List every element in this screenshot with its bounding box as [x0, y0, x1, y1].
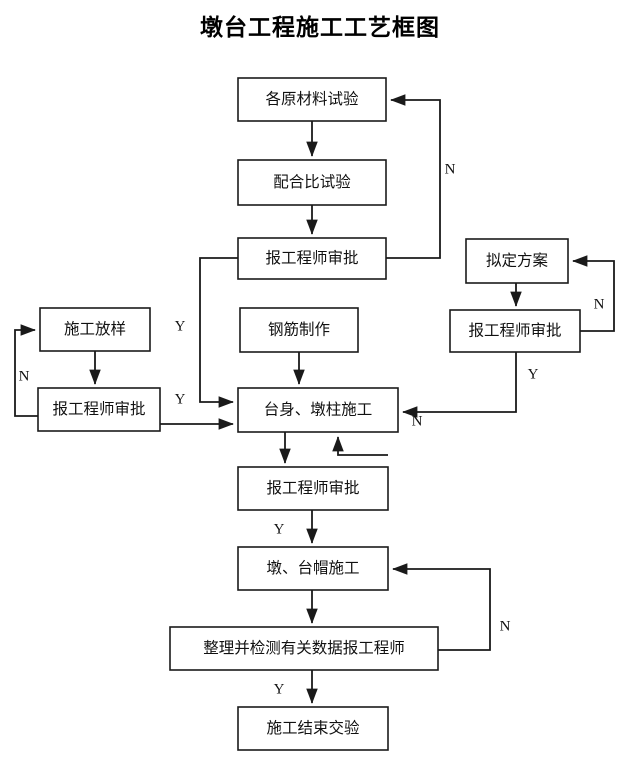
nodes-layer: 各原材料试验配合比试验报工程师审批拟定方案报工程师审批施工放样钢筋制作报工程师审… — [37, 77, 581, 751]
node-label-finish_handover: 施工结束交验 — [266, 719, 360, 737]
node-rebar_fabrication[interactable]: 钢筋制作 — [239, 307, 359, 353]
node-label-mix_ratio_test: 配合比试验 — [273, 173, 351, 191]
node-label-construction_layout: 施工放样 — [64, 320, 126, 338]
node-box-approve_engineer_bottom[interactable] — [237, 466, 389, 511]
node-approve_engineer_bottom[interactable]: 报工程师审批 — [237, 466, 389, 511]
node-abutment_pier_construction[interactable]: 台身、墩柱施工 — [237, 387, 399, 433]
node-label-approve_engineer_right: 报工程师审批 — [468, 322, 561, 340]
node-label-rebar_fabrication: 钢筋制作 — [268, 321, 330, 339]
node-box-approve_engineer_right[interactable] — [449, 309, 581, 353]
branch-label-n-right-scheme: N — [594, 296, 605, 312]
node-raw_material_test[interactable]: 各原材料试验 — [237, 77, 387, 122]
node-approve_engineer_left[interactable]: 报工程师审批 — [37, 387, 161, 432]
node-box-abutment_pier_construction[interactable] — [237, 387, 399, 433]
node-draft_scheme[interactable]: 拟定方案 — [465, 238, 569, 284]
edges-layer — [14, 94, 615, 704]
node-box-approve_engineer_1[interactable] — [237, 237, 387, 280]
node-box-draft_scheme[interactable] — [465, 238, 569, 284]
flow-edge-approve1-y-to-pier — [199, 257, 238, 408]
node-label-approve_engineer_bottom: 报工程师审批 — [266, 479, 359, 497]
flow-edge-approvebottom-n-to-pier — [332, 436, 388, 456]
node-box-collect_inspect_data[interactable] — [169, 626, 439, 671]
branch-label-y-approve-piercap: Y — [274, 521, 285, 537]
branch-label-y-data-finish: Y — [274, 681, 285, 697]
flow-edge-approveleft-n-to-layout — [14, 324, 38, 417]
node-box-raw_material_test[interactable] — [237, 77, 387, 122]
node-mix_ratio_test[interactable]: 配合比试验 — [237, 159, 387, 206]
node-box-construction_layout[interactable] — [39, 307, 151, 352]
node-label-approve_engineer_left: 报工程师审批 — [52, 400, 145, 418]
node-label-pier_cap_construction: 墩、台帽施工 — [266, 559, 359, 577]
node-box-approve_engineer_left[interactable] — [37, 387, 161, 432]
flow-edge-approve1-n-to-raw — [386, 94, 441, 259]
page-title: 墩台工程施工工艺框图 — [200, 14, 440, 40]
node-box-mix_ratio_test[interactable] — [237, 159, 387, 206]
node-label-collect_inspect_data: 整理并检测有关数据报工程师 — [203, 639, 405, 657]
node-label-raw_material_test: 各原材料试验 — [265, 90, 359, 108]
branch-label-y-center-upper: Y — [175, 318, 186, 334]
node-label-draft_scheme: 拟定方案 — [486, 252, 549, 270]
node-label-approve_engineer_1: 报工程师审批 — [265, 249, 358, 267]
node-box-rebar_fabrication[interactable] — [239, 307, 359, 353]
node-label-abutment_pier_construction: 台身、墩柱施工 — [264, 401, 373, 419]
node-construction_layout[interactable]: 施工放样 — [39, 307, 151, 352]
node-finish_handover[interactable]: 施工结束交验 — [237, 706, 389, 751]
branch-label-y-center-lower: Y — [175, 391, 186, 407]
branch-label-n-top-right: N — [445, 161, 456, 177]
branch-labels-layer: N N Y N Y Y N Y N Y — [19, 161, 605, 697]
branch-label-n-center-right: N — [412, 413, 423, 429]
branch-label-n-left-layout: N — [19, 368, 30, 384]
node-box-pier_cap_construction[interactable] — [237, 546, 389, 591]
node-collect_inspect_data[interactable]: 整理并检测有关数据报工程师 — [169, 626, 439, 671]
flow-edge-approveright-n-to-scheme — [572, 255, 615, 332]
node-box-finish_handover[interactable] — [237, 706, 389, 751]
flow-edge-approveright-y-to-pier — [402, 352, 517, 418]
node-approve_engineer_1[interactable]: 报工程师审批 — [237, 237, 387, 280]
node-pier_cap_construction[interactable]: 墩、台帽施工 — [237, 546, 389, 591]
node-approve_engineer_right[interactable]: 报工程师审批 — [449, 309, 581, 353]
branch-label-n-bottom-right: N — [500, 618, 511, 634]
branch-label-y-right-scheme: Y — [528, 366, 539, 382]
flow-edge-data-n-to-piercap — [392, 563, 491, 651]
